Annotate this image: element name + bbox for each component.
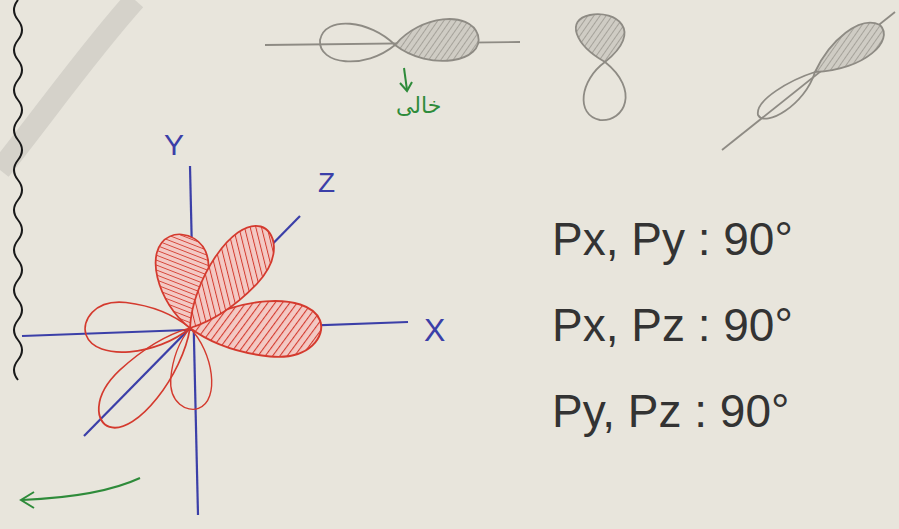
angle-note: Px, Pz : 90° xyxy=(552,300,793,351)
pz-sketch xyxy=(722,12,895,150)
axis-label: Z xyxy=(318,168,335,199)
margin-line xyxy=(14,0,22,380)
px-sketch xyxy=(265,19,520,61)
note-text: خالی xyxy=(396,94,441,118)
pointer-arrow xyxy=(400,68,412,91)
axis-label: Y xyxy=(164,128,184,161)
py-sketch xyxy=(576,14,626,120)
p-orbitals xyxy=(85,215,321,439)
angle-note: Py, Pz : 90° xyxy=(552,386,789,437)
angle-note: Px, Py : 90° xyxy=(552,214,793,265)
axes xyxy=(22,166,408,515)
pointer-arrow xyxy=(21,478,140,508)
axis-label: X xyxy=(424,313,445,348)
